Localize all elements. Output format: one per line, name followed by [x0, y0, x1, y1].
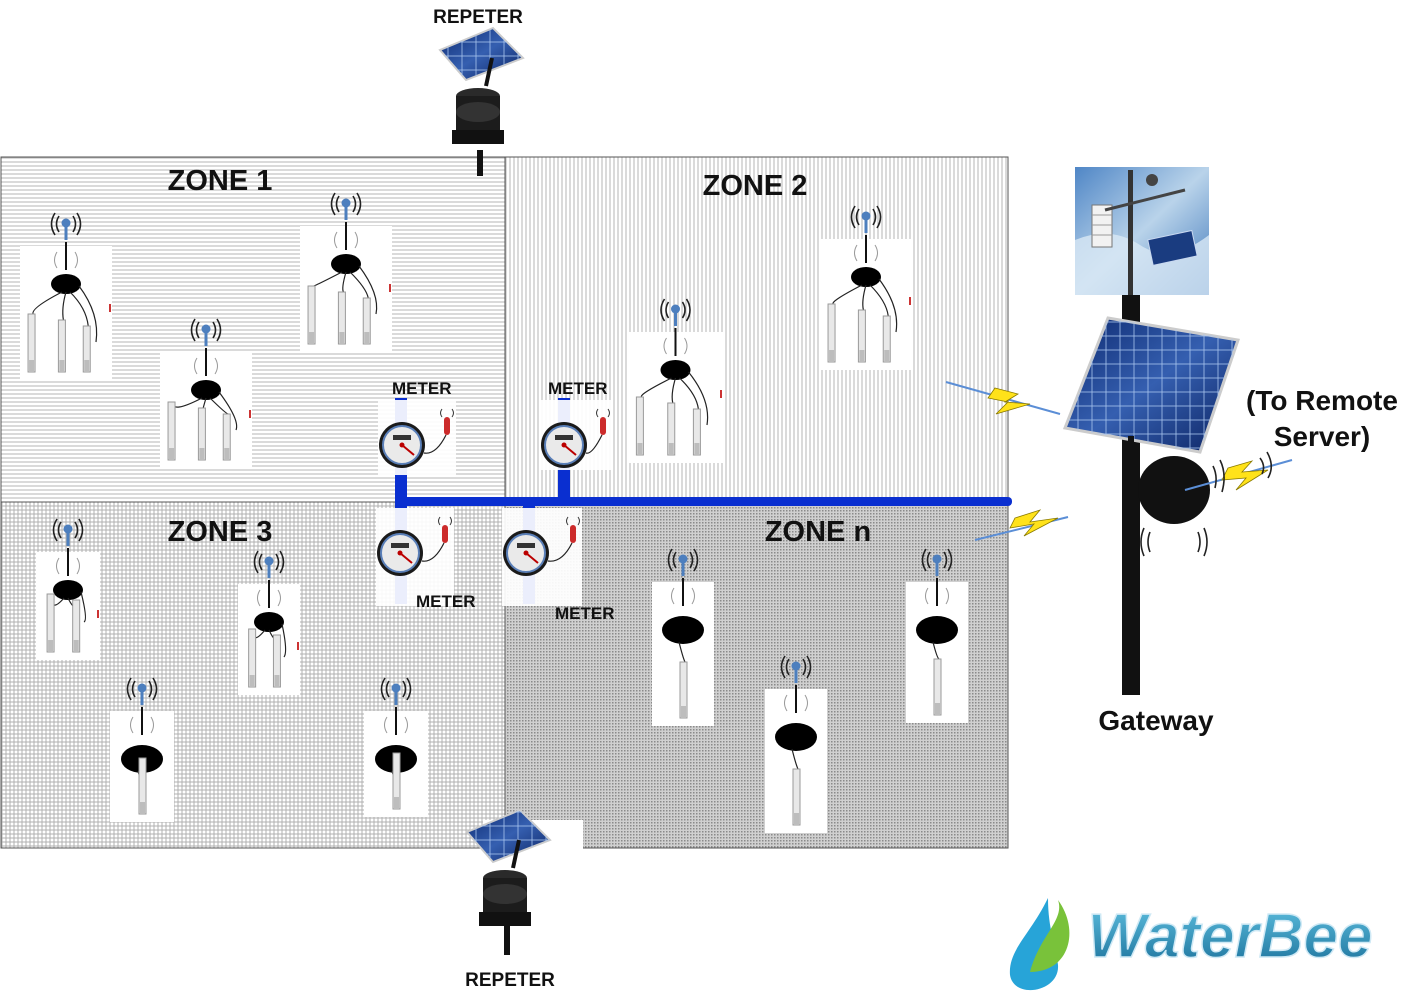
- soil-sensor-node: [300, 192, 392, 352]
- signal-bolt-zone2-to-gateway: [945, 381, 1061, 415]
- gateway-radio-unit: [1122, 456, 1210, 557]
- zone-2-title: ZONE 2: [703, 170, 808, 202]
- soil-sensor-node: [628, 298, 723, 463]
- gateway-label: Gateway: [1098, 705, 1214, 736]
- meter-label-zone2: METER: [548, 379, 608, 398]
- gateway-station: [1062, 167, 1240, 695]
- soil-sensor-node: [906, 548, 968, 723]
- soil-sensor-node: [652, 548, 714, 726]
- gateway-solar-panel: [1062, 316, 1240, 455]
- repeater-bottom-label: REPETER: [465, 970, 555, 991]
- repeater-bottom: [465, 808, 583, 955]
- zone-1-title: ZONE 1: [168, 165, 273, 197]
- soil-sensor-node: [765, 655, 827, 833]
- weather-station-photo: [1075, 167, 1209, 295]
- repeater-top-label: REPETER: [433, 7, 523, 28]
- waterbee-logo: WaterBee: [1009, 898, 1373, 991]
- remote-server-label-line1: (To Remote: [1246, 385, 1398, 416]
- water-meter: [540, 400, 612, 470]
- remote-server-label-line2: Server): [1274, 421, 1371, 452]
- soil-sensor-node: [160, 318, 252, 468]
- zone-n-title: ZONE n: [765, 516, 871, 548]
- soil-sensor-node: [20, 212, 112, 380]
- waterbee-logo-text: WaterBee: [1088, 902, 1373, 971]
- water-meter: [376, 508, 454, 606]
- signal-bolt-zonen-to-gateway: [974, 509, 1069, 541]
- water-meter: [502, 508, 582, 606]
- meter-label-zonen: METER: [555, 604, 615, 623]
- soil-sensor-node: [238, 550, 300, 695]
- zone-3-title: ZONE 3: [168, 516, 273, 548]
- meter-label-zone3: METER: [416, 592, 476, 611]
- soil-sensor-node: [820, 205, 912, 370]
- soil-sensor-node: [110, 677, 174, 822]
- soil-sensor-node: [36, 518, 100, 660]
- signal-bolt-to-remote-server: [1184, 451, 1293, 493]
- meter-label-zone1: METER: [392, 379, 452, 398]
- repeater-top: [438, 26, 556, 176]
- soil-sensor-node: [364, 677, 428, 817]
- water-meter: [378, 400, 456, 475]
